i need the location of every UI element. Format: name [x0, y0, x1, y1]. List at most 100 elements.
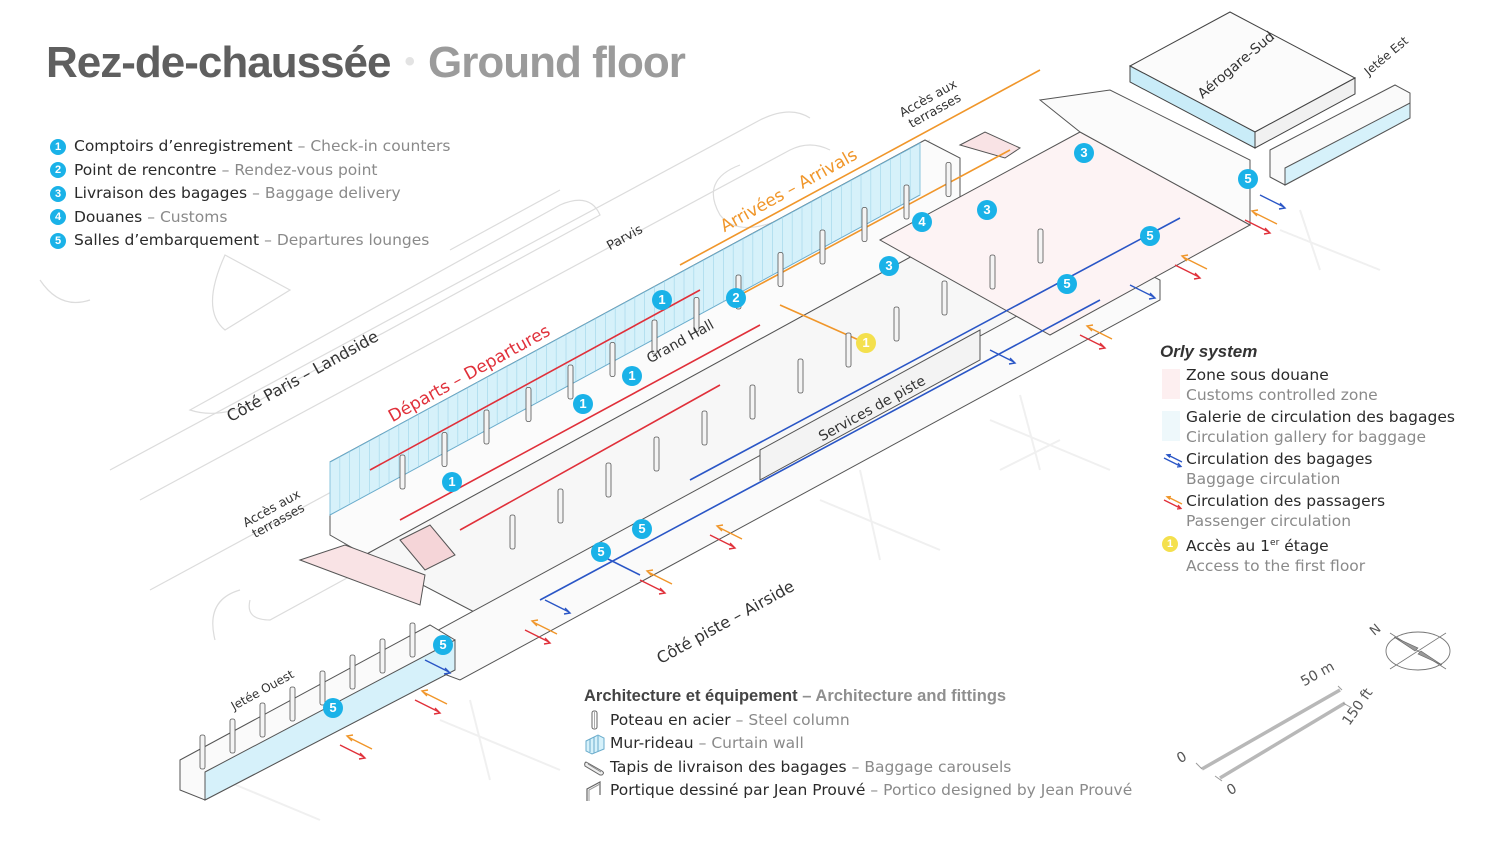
- steel-column: [903, 184, 910, 220]
- check-in-marker-icon: 1: [652, 290, 672, 310]
- first-floor-marker-icon: 1: [1162, 536, 1178, 552]
- departures-lounge-marker-icon: 5: [632, 519, 652, 539]
- legend-item-english: Baggage carousels: [864, 757, 1012, 776]
- key-item-french: Salles d’embarquement: [74, 231, 260, 249]
- marker-2-icon: 2: [50, 162, 66, 179]
- key-item-check-in: 1 Comptoirs d’enregistrement–Check-in co…: [50, 135, 450, 159]
- circulation-arrow: [639, 579, 667, 595]
- steel-column: [797, 358, 804, 394]
- key-item-departures-lounges: 5 Salles d’embarquement–Departures loung…: [50, 229, 450, 253]
- aircraft-silhouettes: [199, 209, 1381, 821]
- marker-1-icon: 1: [50, 138, 66, 155]
- steel-column: [845, 332, 852, 368]
- circulation-arrow: [1085, 324, 1113, 340]
- key-item-french: Livraison des bagages: [74, 184, 248, 202]
- page-title: Rez-de-chaussée•Ground floor: [46, 38, 686, 88]
- steel-column: [693, 297, 700, 332]
- orly-system-legend: Orly system Zone sous douane Customs con…: [1160, 342, 1455, 579]
- dash: –: [802, 687, 812, 705]
- departures-lounge-marker-icon: 5: [1140, 226, 1160, 246]
- dash: –: [221, 160, 230, 179]
- legend-item-steel-column: Poteau en acier–Steel column: [584, 709, 1132, 733]
- rendez-vous-marker-icon: 2: [726, 288, 746, 308]
- steel-column: [749, 384, 756, 420]
- legend-item-curtain-wall: Mur-rideau–Curtain wall: [584, 732, 1132, 756]
- legend-item-baggage-carousel: Tapis de livraison des bagages–Baggage c…: [584, 756, 1132, 780]
- legend-item-english: Curtain wall: [711, 734, 804, 752]
- steel-column: [989, 254, 996, 290]
- aerogare-sud-building: [1128, 11, 1357, 149]
- legend-item-first-floor-access: 1 Accès au 1er étage Access to the first…: [1160, 534, 1455, 576]
- legend-item-french: Accès au 1er étage: [1186, 534, 1455, 557]
- circulation-arrow: [1259, 194, 1287, 210]
- dash: –: [698, 734, 707, 752]
- steel-column: [861, 207, 868, 242]
- baggage-delivery-marker-icon: 3: [977, 200, 997, 220]
- baggage-delivery-marker-icon: 3: [1074, 143, 1094, 163]
- circulation-arrow: [414, 699, 442, 715]
- circulation-arrow: [420, 689, 448, 705]
- title-separator: •: [404, 45, 414, 78]
- circulation-arrow: [709, 534, 737, 550]
- customs-marker-icon: 4: [912, 212, 932, 232]
- steel-column: [289, 686, 296, 722]
- legend-item-french: Tapis de livraison des bagages: [610, 757, 847, 776]
- legend-item-passenger-circulation: Circulation des passagers Passenger circ…: [1160, 492, 1455, 531]
- terrace-access-east: [958, 131, 1022, 159]
- key-item-english: Rendez-vous point: [234, 160, 378, 179]
- steel-column: [605, 462, 612, 498]
- circulation-arrow: [339, 744, 367, 760]
- steel-column: [379, 638, 386, 674]
- portico-icon: [584, 780, 606, 802]
- steel-column: [509, 514, 516, 550]
- circulation-arrow: [1174, 264, 1202, 280]
- title-english: Ground floor: [428, 38, 686, 87]
- legend-item-english: Steel column: [748, 710, 850, 729]
- legend-item-french: Zone sous douane: [1186, 366, 1329, 384]
- steel-column: [409, 622, 416, 658]
- legend-text: Accès au 1: [1186, 537, 1271, 556]
- customs-zone-swatch-icon: [1162, 369, 1180, 399]
- jetee-ouest: [179, 624, 456, 801]
- departures-lounge-marker-icon: 5: [433, 635, 453, 655]
- steel-column: [259, 702, 266, 738]
- circulation-arrow: [530, 619, 558, 635]
- heading-english: Architecture and fittings: [815, 687, 1007, 705]
- legend-item-english: Passenger circulation: [1186, 511, 1352, 530]
- dash: –: [297, 137, 306, 155]
- check-in-marker-icon: 1: [622, 366, 642, 386]
- departures-lounge-marker-icon: 5: [591, 542, 611, 562]
- steel-column: [319, 670, 326, 706]
- baggage-carousel-icon: [584, 756, 606, 778]
- marker-3-icon: 3: [50, 185, 66, 202]
- check-in-marker-icon: 1: [442, 472, 462, 492]
- dash: –: [851, 757, 860, 776]
- circulation-arrow: [1079, 334, 1107, 350]
- steel-column: [777, 252, 784, 287]
- legend-heading: Architecture et équipement – Architectur…: [584, 685, 1132, 709]
- circulation-arrow: [715, 524, 743, 540]
- dash: –: [735, 710, 744, 729]
- circulation-arrow: [1244, 219, 1272, 235]
- curtain-wall-icon: [584, 733, 606, 755]
- curtain-wall-landside: [329, 142, 921, 516]
- circulation-arrow: [989, 349, 1017, 365]
- circulation-arrow: [1180, 254, 1208, 270]
- terrace-access-west: [298, 524, 456, 606]
- steel-column: [651, 319, 658, 355]
- departures-lounge-marker-icon: 5: [323, 698, 343, 718]
- legend-item-french: Portique dessiné par Jean Prouvé: [610, 781, 866, 799]
- key-item-french: Comptoirs d’enregistrement: [74, 137, 293, 155]
- steel-column: [199, 734, 206, 770]
- scale-bar: [1195, 685, 1353, 782]
- dash: –: [870, 781, 879, 799]
- steel-column: [557, 488, 564, 524]
- legend-item-french: Poteau en acier: [610, 710, 731, 729]
- steel-column: [441, 432, 448, 467]
- key-item-rendez-vous: 2 Point de rencontre–Rendez-vous point: [50, 159, 450, 183]
- legend-item-french: Circulation des bagages: [1186, 450, 1373, 468]
- steel-column: [653, 436, 660, 472]
- heading-french: Architecture et équipement: [584, 687, 798, 705]
- key-item-french: Douanes: [74, 207, 143, 226]
